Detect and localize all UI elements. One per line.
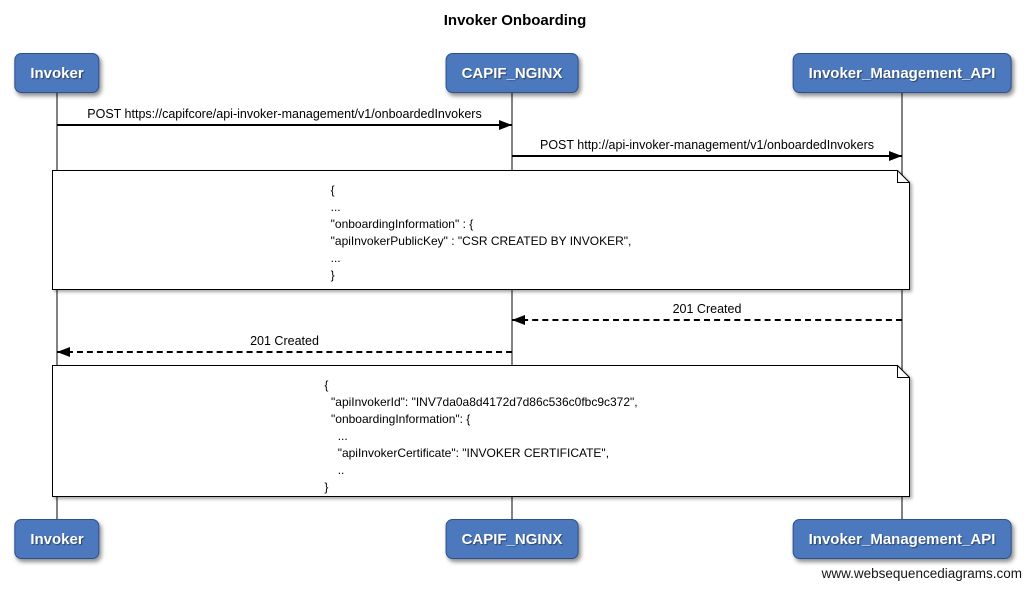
actor-label: CAPIF_NGINX (461, 64, 563, 82)
message-2-label: POST http://api-invoker-management/v1/on… (540, 138, 874, 152)
dog-ear-fold-icon (897, 170, 910, 183)
note-text-block: { ... "onboardingInformation" : { "apiIn… (331, 182, 632, 284)
watermark: www.websequencediagrams.com (821, 566, 1022, 581)
message-3-label: 201 Created (672, 302, 742, 316)
note-response-body: { "apiInvokerId": "INV7da0a8d4172d7d86c5… (52, 365, 910, 497)
note-line: "apiInvokerId": "INV7da0a8d4172d7d86c536… (324, 395, 638, 409)
actor-invoker-management-api-top: Invoker_Management_API (792, 53, 1012, 93)
arrowhead-left-icon (512, 315, 525, 325)
dog-ear-fold-icon (897, 365, 910, 378)
diagram-title: Invoker Onboarding (443, 12, 587, 29)
note-line: "apiInvokerPublicKey" : "CSR CREATED BY … (330, 234, 632, 248)
note-request-body: { ... "onboardingInformation" : { "apiIn… (52, 170, 910, 290)
note-shape (52, 365, 910, 497)
actor-invoker-management-api-bottom: Invoker_Management_API (792, 519, 1012, 559)
note-shape (52, 170, 910, 290)
message-3-line (512, 319, 902, 321)
note-line: { (330, 183, 335, 197)
arrowhead-right-icon (889, 151, 902, 161)
lifeline-invoker-management-api (901, 93, 903, 519)
lifeline-capif-nginx (511, 93, 513, 519)
actor-invoker-top: Invoker (14, 53, 100, 93)
note-line: } (330, 268, 335, 282)
actor-label: Invoker_Management_API (808, 64, 996, 82)
note-line: "apiInvokerCertificate": "INVOKER CERTIF… (324, 446, 610, 460)
message-4-line (57, 351, 512, 353)
note-line: .. (324, 463, 345, 477)
actor-invoker-bottom: Invoker (14, 519, 100, 559)
actor-label: Invoker_Management_API (808, 530, 996, 548)
actor-capif-nginx-bottom: CAPIF_NGINX (445, 519, 579, 559)
message-4-label: 201 Created (250, 334, 319, 348)
message-1-line (57, 124, 512, 126)
arrowhead-left-icon (57, 347, 70, 357)
actor-capif-nginx-top: CAPIF_NGINX (445, 53, 579, 93)
actor-label: Invoker (30, 64, 84, 82)
note-line: ... (330, 251, 341, 265)
note-line: "onboardingInformation": { (324, 412, 471, 426)
actor-label: CAPIF_NGINX (461, 530, 563, 548)
message-1-label: POST https://capifcore/api-invoker-manag… (87, 107, 482, 121)
note-line: ... (324, 429, 348, 443)
lifeline-invoker (56, 93, 58, 519)
note-line: } (324, 480, 329, 494)
note-line: "onboardingInformation" : { (330, 217, 474, 231)
note-text-block: { "apiInvokerId": "INV7da0a8d4172d7d86c5… (324, 377, 637, 496)
actor-label: Invoker (30, 530, 84, 548)
note-line: ... (330, 200, 341, 214)
note-line: { (324, 378, 329, 392)
message-2-line (512, 155, 902, 157)
arrowhead-right-icon (499, 120, 512, 130)
